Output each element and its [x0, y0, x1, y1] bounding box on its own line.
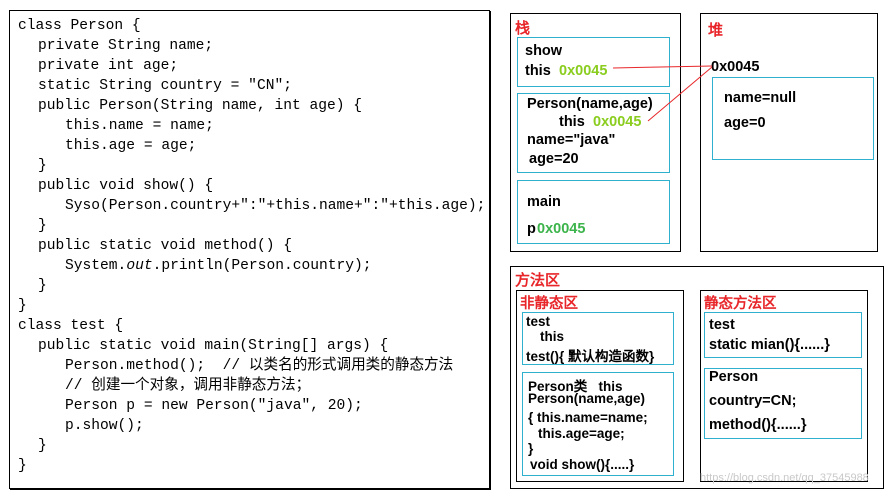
frame-main-name: main: [527, 194, 561, 210]
non-static-person-class: Person类 this: [528, 379, 623, 394]
code-line: }: [38, 218, 47, 234]
code-line: // 创建一个对象，调用非静态方法；: [65, 378, 311, 394]
frame-main-var-value: 0x0045: [537, 221, 586, 237]
code-line: this.age = age;: [65, 138, 197, 154]
code-line: class test {: [18, 318, 124, 334]
heap-panel: 堆 0x0045: [700, 13, 878, 252]
non-static-person-box: Person类 this Person(name,age) { this.nam…: [522, 372, 674, 476]
code-line: this.name = name;: [65, 118, 214, 134]
code-line: private String name;: [38, 38, 214, 54]
frame-show-this-value: 0x0045: [559, 63, 608, 79]
non-static-person-body-3: }: [528, 441, 534, 456]
non-static-title: 非静态区: [520, 296, 578, 312]
code-line: public Person(String name, int age) {: [38, 98, 363, 114]
code-line: System.out.println(Person.country);: [65, 258, 372, 274]
non-static-test-box: test this test(){ 默认构造函数}: [522, 312, 674, 365]
code-line: public void show() {: [38, 178, 214, 194]
stack-panel: 栈: [510, 13, 681, 252]
method-area-title: 方法区: [515, 271, 561, 289]
code-line: }: [18, 458, 27, 474]
code-line: private int age;: [38, 58, 179, 74]
code-line: Syso(Person.country+":"+this.name+":"+th…: [65, 198, 486, 214]
static-title: 静态方法区: [704, 296, 777, 312]
watermark: https://blog.csdn.net/qq_37545988: [700, 472, 869, 484]
code-line: }: [18, 298, 27, 314]
heap-field-name: name=null: [724, 90, 797, 106]
non-static-person-body-2: this.age=age;: [538, 426, 625, 441]
frame-constructor-this-value: 0x0045: [593, 114, 642, 130]
stack-frame-show: show this 0x0045: [517, 37, 670, 87]
stack-title: 栈: [515, 19, 531, 37]
code-line: Person p = new Person("java", 20);: [65, 398, 363, 414]
code-line: }: [38, 158, 47, 174]
code-line: Person.method(); // 以类名的形式调用类的静态方法: [65, 358, 454, 374]
non-static-area: 非静态区: [516, 290, 684, 482]
code-line: p.show();: [65, 418, 144, 434]
non-static-person-show: void show(){.....}: [530, 457, 635, 472]
frame-constructor-name-param: name="java": [527, 132, 616, 148]
link-constructor-this-to-heap: [647, 66, 713, 122]
non-static-test-constructor: test(){ 默认构造函数}: [526, 349, 655, 364]
code-panel: class Person { private String name; privat…: [9, 10, 490, 489]
non-static-test-this: this: [540, 329, 565, 344]
static-person-name: Person: [709, 369, 759, 385]
code-out-keyword: out: [126, 258, 153, 274]
frame-show-name: show: [525, 43, 563, 59]
static-person-box: Person country=CN; method(){......}: [704, 368, 862, 439]
frame-show-this-label: this: [525, 63, 551, 79]
static-test-main: static mian(){......}: [709, 337, 830, 353]
code-line: static String country = "CN";: [38, 78, 292, 94]
static-area: 静态方法区: [700, 290, 868, 482]
non-static-test-name: test: [526, 314, 551, 329]
non-static-person-body-1: { this.name=name;: [528, 410, 648, 425]
code-line: }: [38, 438, 47, 454]
code-line: public static void main(String[] args) {: [38, 338, 389, 354]
link-show-this-to-heap: [612, 65, 713, 69]
code-line: class Person {: [18, 18, 141, 34]
frame-constructor-name: Person(name,age): [527, 96, 653, 112]
static-person-country: country=CN;: [709, 393, 797, 409]
heap-object: name=null age=0: [712, 77, 874, 160]
heap-address: 0x0045: [711, 59, 760, 75]
frame-constructor-age-param: age=20: [529, 151, 579, 167]
stack-frame-constructor: Person(name,age) this 0x0045 name="java"…: [517, 93, 670, 173]
stack-frame-main: main p 0x0045: [517, 180, 670, 244]
code-line: }: [38, 278, 47, 294]
frame-main-var-label: p: [527, 221, 536, 237]
frame-constructor-this-label: this: [559, 114, 585, 130]
static-test-box: test static mian(){......}: [704, 312, 862, 358]
static-person-method: method(){......}: [709, 417, 807, 433]
code-line: public static void method() {: [38, 238, 292, 254]
static-test-name: test: [709, 317, 735, 333]
heap-title: 堆: [708, 21, 724, 39]
non-static-person-constructor: Person(name,age): [528, 391, 646, 406]
heap-field-age: age=0: [724, 115, 766, 131]
